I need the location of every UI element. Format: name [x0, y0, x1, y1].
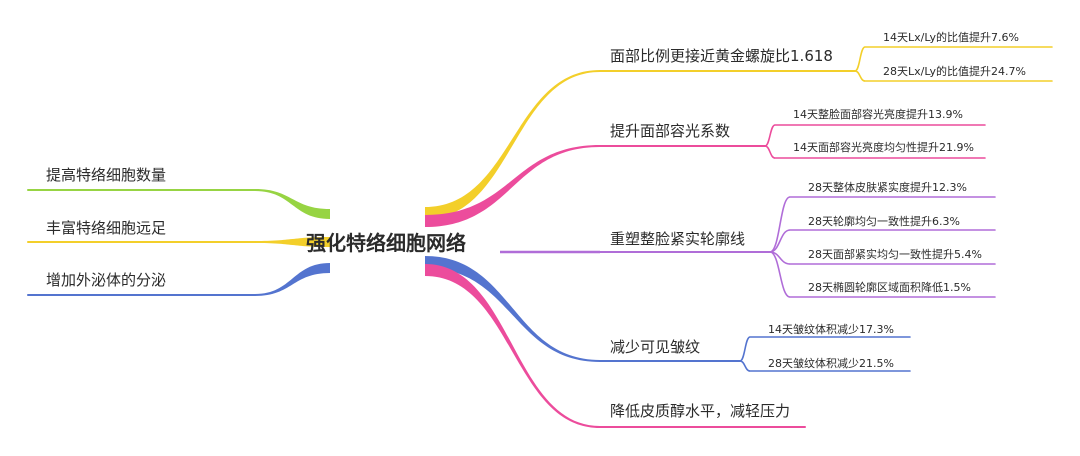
leaf-connector — [739, 336, 751, 362]
leaf-connector — [769, 196, 791, 253]
left-branch-connector — [255, 237, 330, 247]
leaf-connector — [739, 360, 751, 372]
main-branch-label: 面部比例更接近黄金螺旋比1.618 — [610, 47, 833, 65]
leaf-label: 28天轮廓均匀一致性提升6.3% — [808, 214, 960, 228]
leaf-label: 28天Lx/Ly的比值提升24.7% — [883, 64, 1026, 78]
leaf-connector — [769, 251, 791, 298]
leaf-label: 14天整脸面部容光亮度提升13.9% — [793, 107, 963, 121]
main-branch-connector — [425, 70, 600, 219]
leaf-connector — [769, 229, 791, 253]
left-branch-connector — [255, 189, 330, 219]
leaf-label: 28天皱纹体积减少21.5% — [768, 356, 894, 370]
main-branch-label: 重塑整脸紧实轮廓线 — [610, 230, 745, 248]
leaf-connector — [854, 46, 866, 72]
left-branch-connector — [255, 263, 330, 296]
left-branch-label: 丰富特络细胞远足 — [46, 219, 166, 237]
main-branch-connector — [425, 256, 600, 362]
leaf-label: 14天皱纹体积减少17.3% — [768, 322, 894, 336]
main-branch-connector — [425, 264, 600, 428]
main-branch-label: 降低皮质醇水平，减轻压力 — [610, 402, 790, 420]
connector-lines — [27, 46, 1053, 428]
central-topic: 强化特络细胞网络 — [306, 231, 466, 255]
left-branch-label: 提高特络细胞数量 — [46, 166, 166, 184]
leaf-label: 28天椭圆轮廓区域面积降低1.5% — [808, 280, 971, 294]
main-branch-label: 提升面部容光系数 — [610, 122, 730, 140]
leaf-connector — [854, 70, 866, 82]
main-branch-label: 减少可见皱纹 — [610, 338, 700, 356]
leaf-label: 14天Lx/Ly的比值提升7.6% — [883, 30, 1019, 44]
leaf-label: 28天面部紧实均匀一致性提升5.4% — [808, 247, 982, 261]
leaf-connector — [764, 124, 776, 147]
left-branch-label: 增加外泌体的分泌 — [46, 271, 166, 289]
leaf-label: 28天整体皮肤紧实度提升12.3% — [808, 180, 967, 194]
main-branch-connector — [425, 145, 600, 227]
leaf-connector — [764, 145, 776, 159]
leaf-label: 14天面部容光亮度均匀性提升21.9% — [793, 140, 974, 154]
